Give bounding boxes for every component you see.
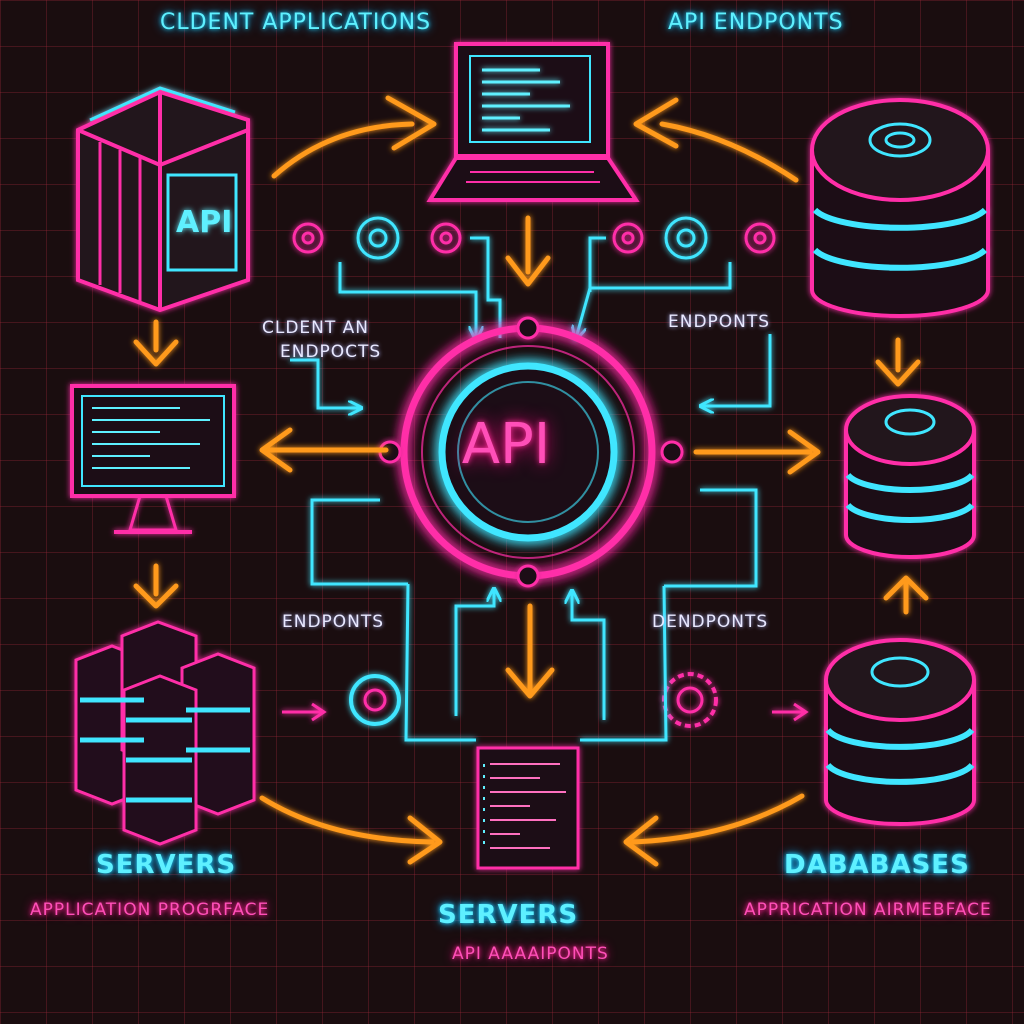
monitor-icon — [70, 384, 236, 534]
label-client-applications: CLDENT APPLICATIONS — [160, 10, 432, 35]
label-endpoints-right: ENDPONTS — [668, 312, 771, 332]
label-client-and: CLDENT AN — [262, 318, 370, 338]
small-node-icons — [292, 216, 776, 260]
circuit-connectors — [290, 236, 772, 742]
server-rack-icon — [74, 620, 256, 846]
label-application-left: APPLICATION PROGRFACE — [30, 900, 270, 920]
label-endpoints-left: ENDPOCTS — [280, 342, 382, 362]
api-book-stack-icon — [76, 86, 250, 313]
label-application-right: APPRICATION AIRMEBFACE — [744, 900, 992, 920]
label-endpoints-bottom-right: DENDPONTS — [652, 612, 769, 632]
pink-arrows — [282, 702, 809, 722]
label-api-endpoints-top: API ENDPONTS — [668, 10, 844, 35]
central-api-hub — [378, 316, 684, 588]
database-icon-middle — [844, 394, 976, 559]
api-book-label: API — [176, 205, 232, 240]
label-servers-left: SERVERS — [96, 850, 237, 880]
label-databases: DABABASES — [784, 850, 970, 880]
label-servers-center: SERVERS — [438, 900, 579, 930]
label-api-center: API AAAAIPONTS — [452, 944, 609, 964]
monitor-code-lines — [92, 407, 210, 469]
database-icon-top — [810, 98, 990, 318]
database-icon-bottom — [824, 638, 976, 826]
document-icon — [476, 746, 580, 870]
orange-flow-arrows — [133, 95, 929, 867]
gear-icon-right — [662, 672, 718, 728]
laptop-screen-lines — [482, 68, 570, 132]
gear-icon-left — [349, 674, 401, 726]
hub-api-label: API — [461, 412, 551, 477]
label-endpoints-bottom-left: ENDPONTS — [282, 612, 385, 632]
laptop-icon — [426, 42, 640, 202]
